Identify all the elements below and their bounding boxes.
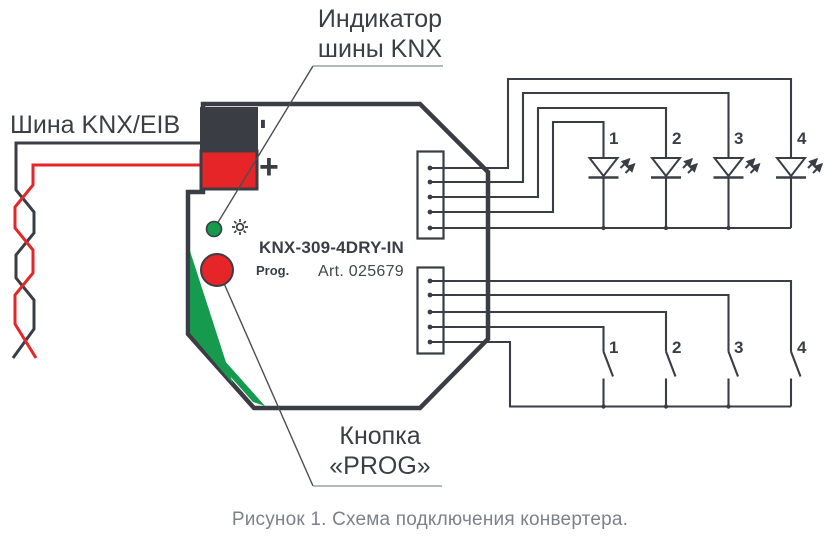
switch-wiring [430, 279, 793, 408]
knx-bus-indicator-led [205, 220, 223, 238]
prog-button-label: Prog. [256, 263, 290, 278]
device-body [185, 101, 491, 411]
prog-label-line2: «PROG» [329, 452, 431, 480]
led-symbol-1 [589, 158, 635, 228]
switch-symbols [602, 350, 802, 408]
switch-number-1: 1 [609, 338, 619, 357]
led-number-1: 1 [609, 129, 619, 148]
switch-symbol-3 [727, 350, 740, 408]
switch-symbol-1 [602, 350, 615, 408]
switch-symbol-4 [789, 350, 802, 408]
indicator-label-line1: Индикатор [317, 5, 443, 33]
terminal-negative-sign: - [247, 118, 284, 130]
indicator-label-line2: шины KNX [317, 35, 443, 63]
led-symbol-2 [651, 158, 697, 228]
switch-number-3: 3 [734, 338, 744, 357]
switch-number-2: 2 [672, 338, 682, 357]
indicator-label: Индикатор шины KNX [288, 4, 472, 64]
brightness-icon [232, 219, 248, 235]
figure-caption: Рисунок 1. Схема подключения конвертера. [231, 509, 629, 530]
prog-label-line1: Кнопка [339, 422, 421, 450]
led-symbols [589, 158, 823, 228]
switch-symbol-2 [664, 350, 677, 408]
prog-label: Кнопка «PROG» [288, 421, 472, 481]
device-article: Art. 025679 [317, 263, 404, 280]
knx-bus-twisted-pair [11, 141, 204, 359]
green-accent [190, 251, 265, 406]
led-number-3: 3 [734, 129, 744, 148]
led-symbol-3 [714, 158, 760, 228]
terminal-positive-sign: + [259, 148, 279, 186]
switch-number-4: 4 [797, 338, 807, 357]
prog-leader-line [218, 271, 442, 487]
led-wiring [430, 77, 793, 230]
connector-pins [427, 165, 731, 409]
terminal-positive-block [199, 149, 259, 191]
bus-wire-black [11, 141, 204, 359]
led-number-4: 4 [797, 129, 807, 148]
indicator-leader-line [216, 65, 443, 225]
led-symbol-4 [776, 158, 822, 228]
device-name: KNX-309-4DRY-IN [258, 238, 404, 257]
terminal-negative-block [200, 107, 258, 152]
led-number-2: 2 [672, 129, 682, 148]
bus-label: Шина KNX/EIB [10, 111, 181, 139]
bus-wire-red [13, 163, 204, 359]
prog-button [200, 253, 234, 287]
